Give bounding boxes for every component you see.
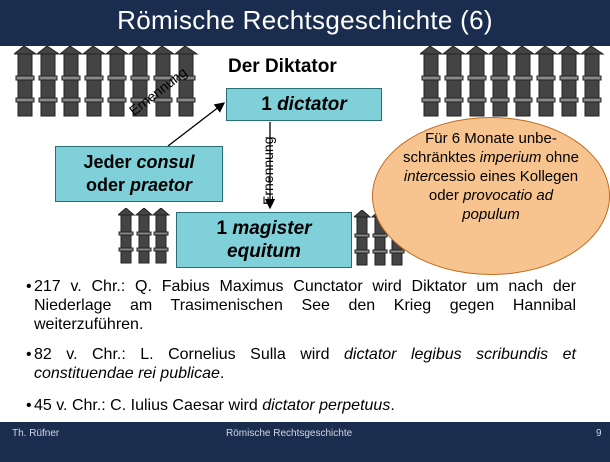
- bullet-2: •82 v. Chr.: L. Cornelius Sulla wird dic…: [26, 345, 576, 383]
- fasces-group-top-right: [420, 46, 605, 117]
- bullet-3: •45 v. Chr.: C. Iulius Caesar wird dicta…: [26, 396, 576, 415]
- imperium-oval-text: Für 6 Monate unbe- schränktes imperium o…: [376, 129, 606, 224]
- consul-line1-b: consul: [136, 152, 195, 172]
- oval-line1: Für 6 Monate unbe-: [425, 130, 557, 147]
- footer-page-number: 9: [596, 428, 602, 439]
- footer-course: Römische Rechtsgeschichte: [226, 428, 353, 439]
- slide-title: Römische Rechtsgeschichte (6): [117, 5, 493, 35]
- consul-praetor-box: Jeder consul oder praetor: [55, 146, 223, 202]
- bullet-2-text-a: 82 v. Chr.: L. Cornelius Sulla wird: [34, 346, 345, 363]
- magister-line1-a: 1: [216, 218, 233, 239]
- dictator-number: 1: [261, 94, 272, 115]
- footer-bar: [0, 422, 610, 462]
- oval-line5: populum: [462, 206, 520, 223]
- oval-line4-a: oder: [428, 187, 464, 204]
- imperium-oval: [372, 117, 610, 275]
- fasces-group-left: [118, 208, 170, 264]
- diagram-heading: Der Diktator: [228, 56, 337, 77]
- dictator-word: dictator: [277, 94, 347, 115]
- bullet-2-text-b: dictator legibus scribundis et constitue…: [34, 346, 576, 382]
- ernennung-label-vertical: Ernennung: [260, 136, 276, 205]
- footer-author: Th. Rüfner: [12, 428, 60, 439]
- oval-line3-b: cessio eines Kollegen: [433, 168, 579, 185]
- oval-line2-a: schränktes: [403, 149, 480, 166]
- arrow-consul-to-dictator: [167, 102, 226, 147]
- bullet-2-text-c: .: [219, 365, 225, 382]
- title-bar: [0, 0, 610, 46]
- oval-line3-a: inter: [403, 168, 434, 185]
- magister-line2: equitum: [227, 241, 301, 262]
- bullet-3-text-a: 45 v. Chr.: C. Iulius Caesar wird: [34, 397, 263, 414]
- bullet-dot: •: [26, 346, 32, 363]
- bullet-dot: •: [26, 278, 32, 295]
- bullet-1-text: 217 v. Chr.: Q. Fabius Maximus Cunctator…: [34, 278, 576, 333]
- bullet-3-text-b: dictator perpetuus: [262, 397, 391, 414]
- bullet-dot: •: [26, 397, 32, 414]
- magister-line1-b: magister: [232, 218, 312, 239]
- consul-line1-a: Jeder: [83, 152, 137, 172]
- bullet-3-text-c: .: [390, 397, 395, 414]
- consul-line2-b: praetor: [130, 175, 193, 195]
- bullet-1: •217 v. Chr.: Q. Fabius Maximus Cunctato…: [26, 277, 576, 334]
- magister-equitum-box: 1 magister equitum: [176, 212, 352, 268]
- fasces-group-top-left: [14, 46, 199, 117]
- dictator-box: 1 dictator: [226, 88, 382, 121]
- consul-line2-a: oder: [85, 175, 130, 195]
- oval-line2-b: imperium: [479, 149, 542, 166]
- oval-line4-b: provocatio ad: [463, 187, 554, 204]
- oval-line2-c: ohne: [541, 149, 579, 166]
